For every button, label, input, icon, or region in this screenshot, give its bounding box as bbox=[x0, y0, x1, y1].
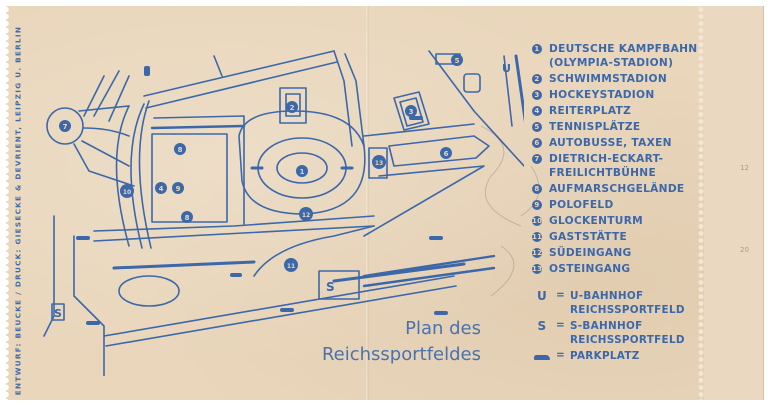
number-badge: 9 bbox=[532, 200, 542, 210]
svg-text:8: 8 bbox=[185, 214, 190, 222]
number-badge: 7 bbox=[532, 154, 542, 164]
perforation-line bbox=[698, 6, 704, 400]
svg-text:2: 2 bbox=[290, 104, 295, 112]
number-badge: 8 bbox=[532, 184, 542, 194]
number-badge: 12 bbox=[532, 248, 543, 258]
number-badge: 3 bbox=[532, 90, 542, 100]
svg-text:6: 6 bbox=[444, 150, 449, 158]
number-badge: 4 bbox=[532, 106, 542, 116]
map-title-line1: Plan des bbox=[405, 318, 481, 339]
number-badge: 13 bbox=[532, 264, 543, 274]
parking-symbols bbox=[76, 66, 448, 325]
svg-text:13: 13 bbox=[375, 160, 383, 167]
ticket: ENTWURF: BEUCKE / DRUCK: GIESECKE & DEVR… bbox=[6, 6, 764, 400]
fold-crease bbox=[366, 6, 369, 400]
u-bahn-symbol: U bbox=[536, 289, 548, 303]
s-bahn-marker-west: S bbox=[54, 307, 62, 320]
svg-text:8: 8 bbox=[178, 146, 183, 154]
s-bahn-symbol: S bbox=[537, 319, 547, 333]
number-badge: 2 bbox=[532, 74, 542, 84]
ticket-stub: 12 20 bbox=[704, 6, 763, 400]
number-badge: 5 bbox=[532, 122, 542, 132]
number-badge: 6 bbox=[532, 138, 542, 148]
svg-text:7: 7 bbox=[63, 123, 68, 131]
svg-text:12: 12 bbox=[302, 212, 310, 219]
svg-text:4: 4 bbox=[159, 185, 164, 193]
number-badge: 1 bbox=[532, 44, 542, 54]
car-icon bbox=[532, 349, 552, 363]
svg-text:3: 3 bbox=[409, 108, 414, 116]
svg-text:5: 5 bbox=[455, 57, 460, 65]
map-title-line2: Reichssportfeldes bbox=[321, 344, 481, 365]
printer-credit: ENTWURF: BEUCKE / DRUCK: GIESECKE & DEVR… bbox=[13, 25, 23, 396]
number-badge: 11 bbox=[532, 232, 543, 242]
svg-text:9: 9 bbox=[176, 185, 181, 193]
perforated-edge-left bbox=[6, 6, 12, 400]
number-badge: 10 bbox=[532, 216, 543, 226]
svg-text:11: 11 bbox=[287, 263, 295, 270]
u-bahn-marker: U bbox=[502, 62, 511, 75]
site-map: U S S 1 2 3 bbox=[43, 50, 524, 376]
svg-text:10: 10 bbox=[123, 189, 131, 196]
svg-text:1: 1 bbox=[300, 168, 305, 176]
s-bahn-marker: S bbox=[326, 280, 335, 294]
freilichtbuehne-shape bbox=[46, 105, 135, 187]
